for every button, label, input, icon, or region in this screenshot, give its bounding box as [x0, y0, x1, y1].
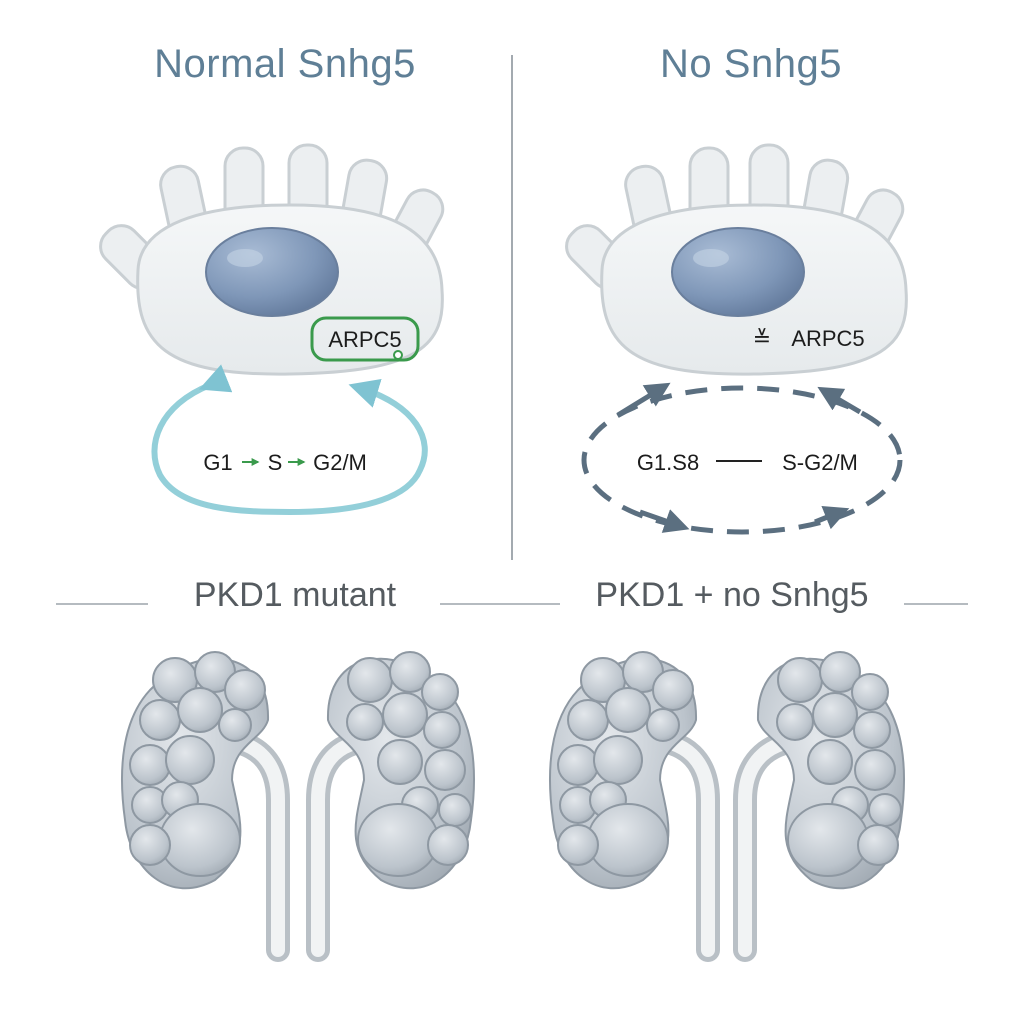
normal-snhg5-title: Normal Snhg5: [154, 42, 416, 86]
left-polycystic-kidney: [549, 651, 698, 890]
pkd1-no-snhg5-kidneys: [549, 651, 905, 962]
cycle-s-label: S: [268, 450, 283, 475]
snhg5-null-cell: ≚ ARPC5: [565, 143, 908, 376]
nucleus: [205, 227, 339, 317]
pkd1-no-snhg5-label: PKD1 + no Snhg5: [595, 576, 869, 614]
arpc5-reduced-symbol: ≚: [753, 326, 771, 351]
arpc5-highlight-box: [310, 316, 420, 362]
right-polycystic-kidney: [326, 651, 475, 890]
cycle-sg2m-label: S-G2/M: [782, 450, 858, 475]
normal-cell: ARPC5: [99, 143, 445, 376]
nucleus: [671, 227, 805, 317]
pkd1-mutant-kidneys: [121, 651, 475, 962]
pkd1-mutant-label: PKD1 mutant: [193, 576, 397, 614]
no-snhg5-title: No Snhg5: [660, 42, 842, 86]
arpc5-label: ARPC5: [328, 327, 401, 352]
disrupted-cell-cycle: G1.S8 S-G2/M: [581, 382, 903, 535]
right-polycystic-kidney: [756, 651, 905, 890]
normal-cell-cycle: G1 S G2/M: [151, 364, 428, 515]
cycle-g1-label: G1: [203, 450, 232, 475]
cycle-g1s-label: G1.S8: [637, 450, 699, 475]
arpc5-label: ARPC5: [791, 326, 864, 351]
cycle-g2m-label: G2/M: [313, 450, 367, 475]
left-polycystic-kidney: [121, 651, 270, 890]
